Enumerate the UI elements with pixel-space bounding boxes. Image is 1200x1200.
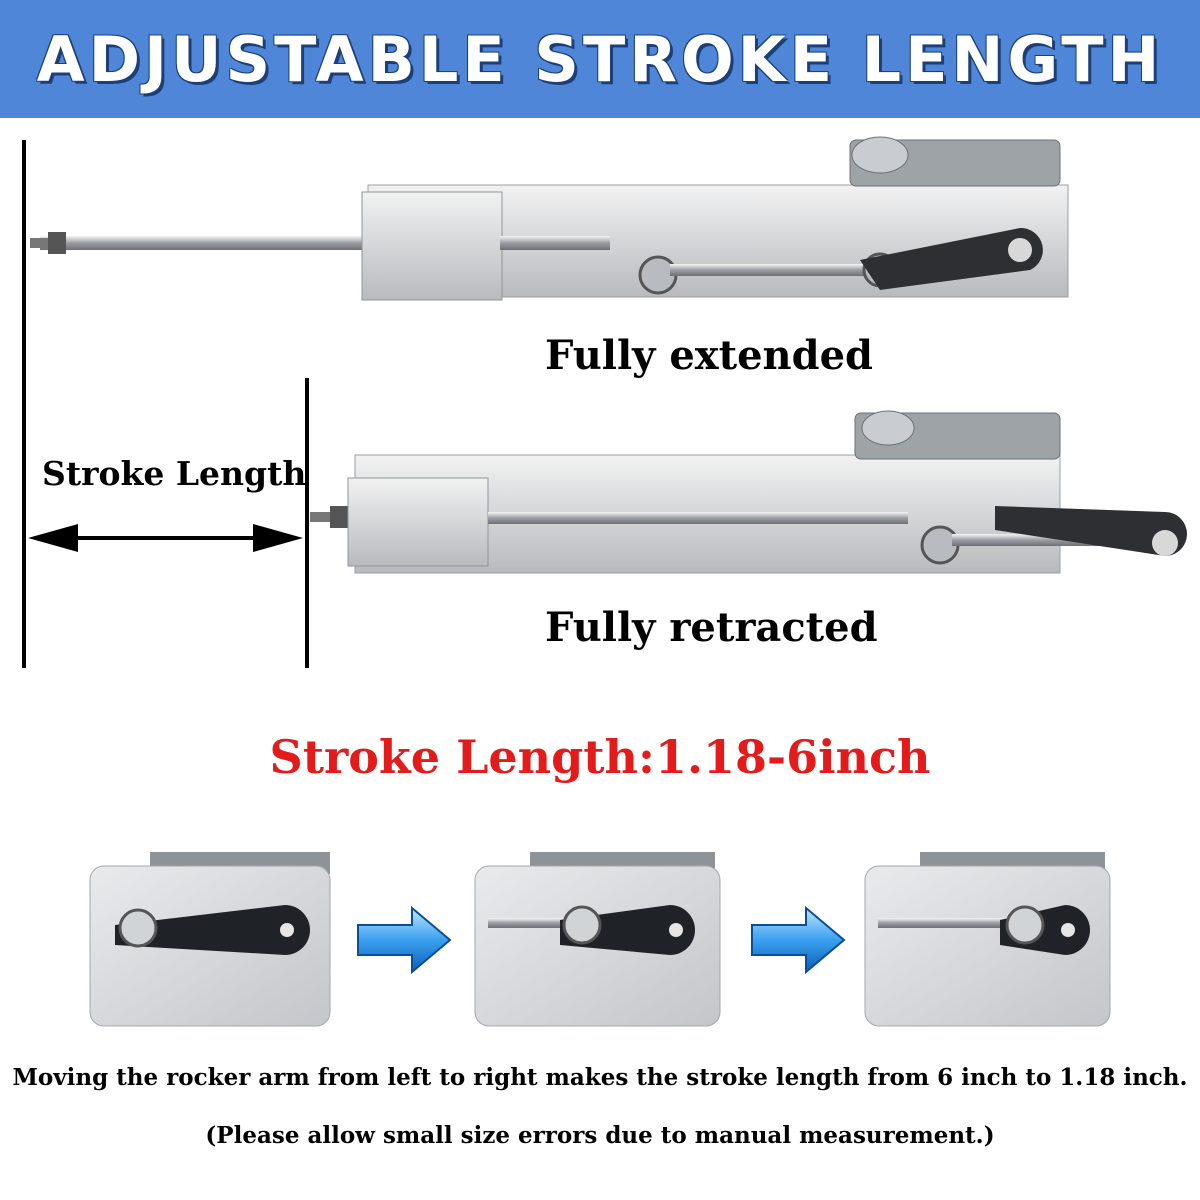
instruction-note: Moving the rocker arm from left to right…	[12, 1064, 1188, 1091]
step-panel-3	[864, 852, 1111, 1027]
stroke-reference-lines	[22, 140, 309, 668]
retracted-caption: Fully retracted	[545, 604, 878, 651]
banner-title: ADJUSTABLE STROKE LENGTH	[36, 22, 1164, 96]
stroke-length-label: Stroke Length	[42, 454, 307, 493]
step-panel-2	[474, 852, 721, 1027]
blue-right-arrow-icon	[751, 905, 846, 975]
double-arrow-icon	[28, 524, 303, 552]
actuator-extended	[30, 136, 1069, 301]
stroke-spec: Stroke Length:1.18-6inch	[269, 730, 931, 784]
extended-caption: Fully extended	[545, 332, 874, 379]
title-banner: ADJUSTABLE STROKE LENGTH	[0, 0, 1200, 118]
measurement-disclaimer: (Please allow small size errors due to m…	[205, 1122, 995, 1149]
actuator-retracted	[310, 410, 1187, 574]
blue-right-arrow-icon	[357, 905, 452, 975]
step-panel-1	[89, 852, 331, 1027]
